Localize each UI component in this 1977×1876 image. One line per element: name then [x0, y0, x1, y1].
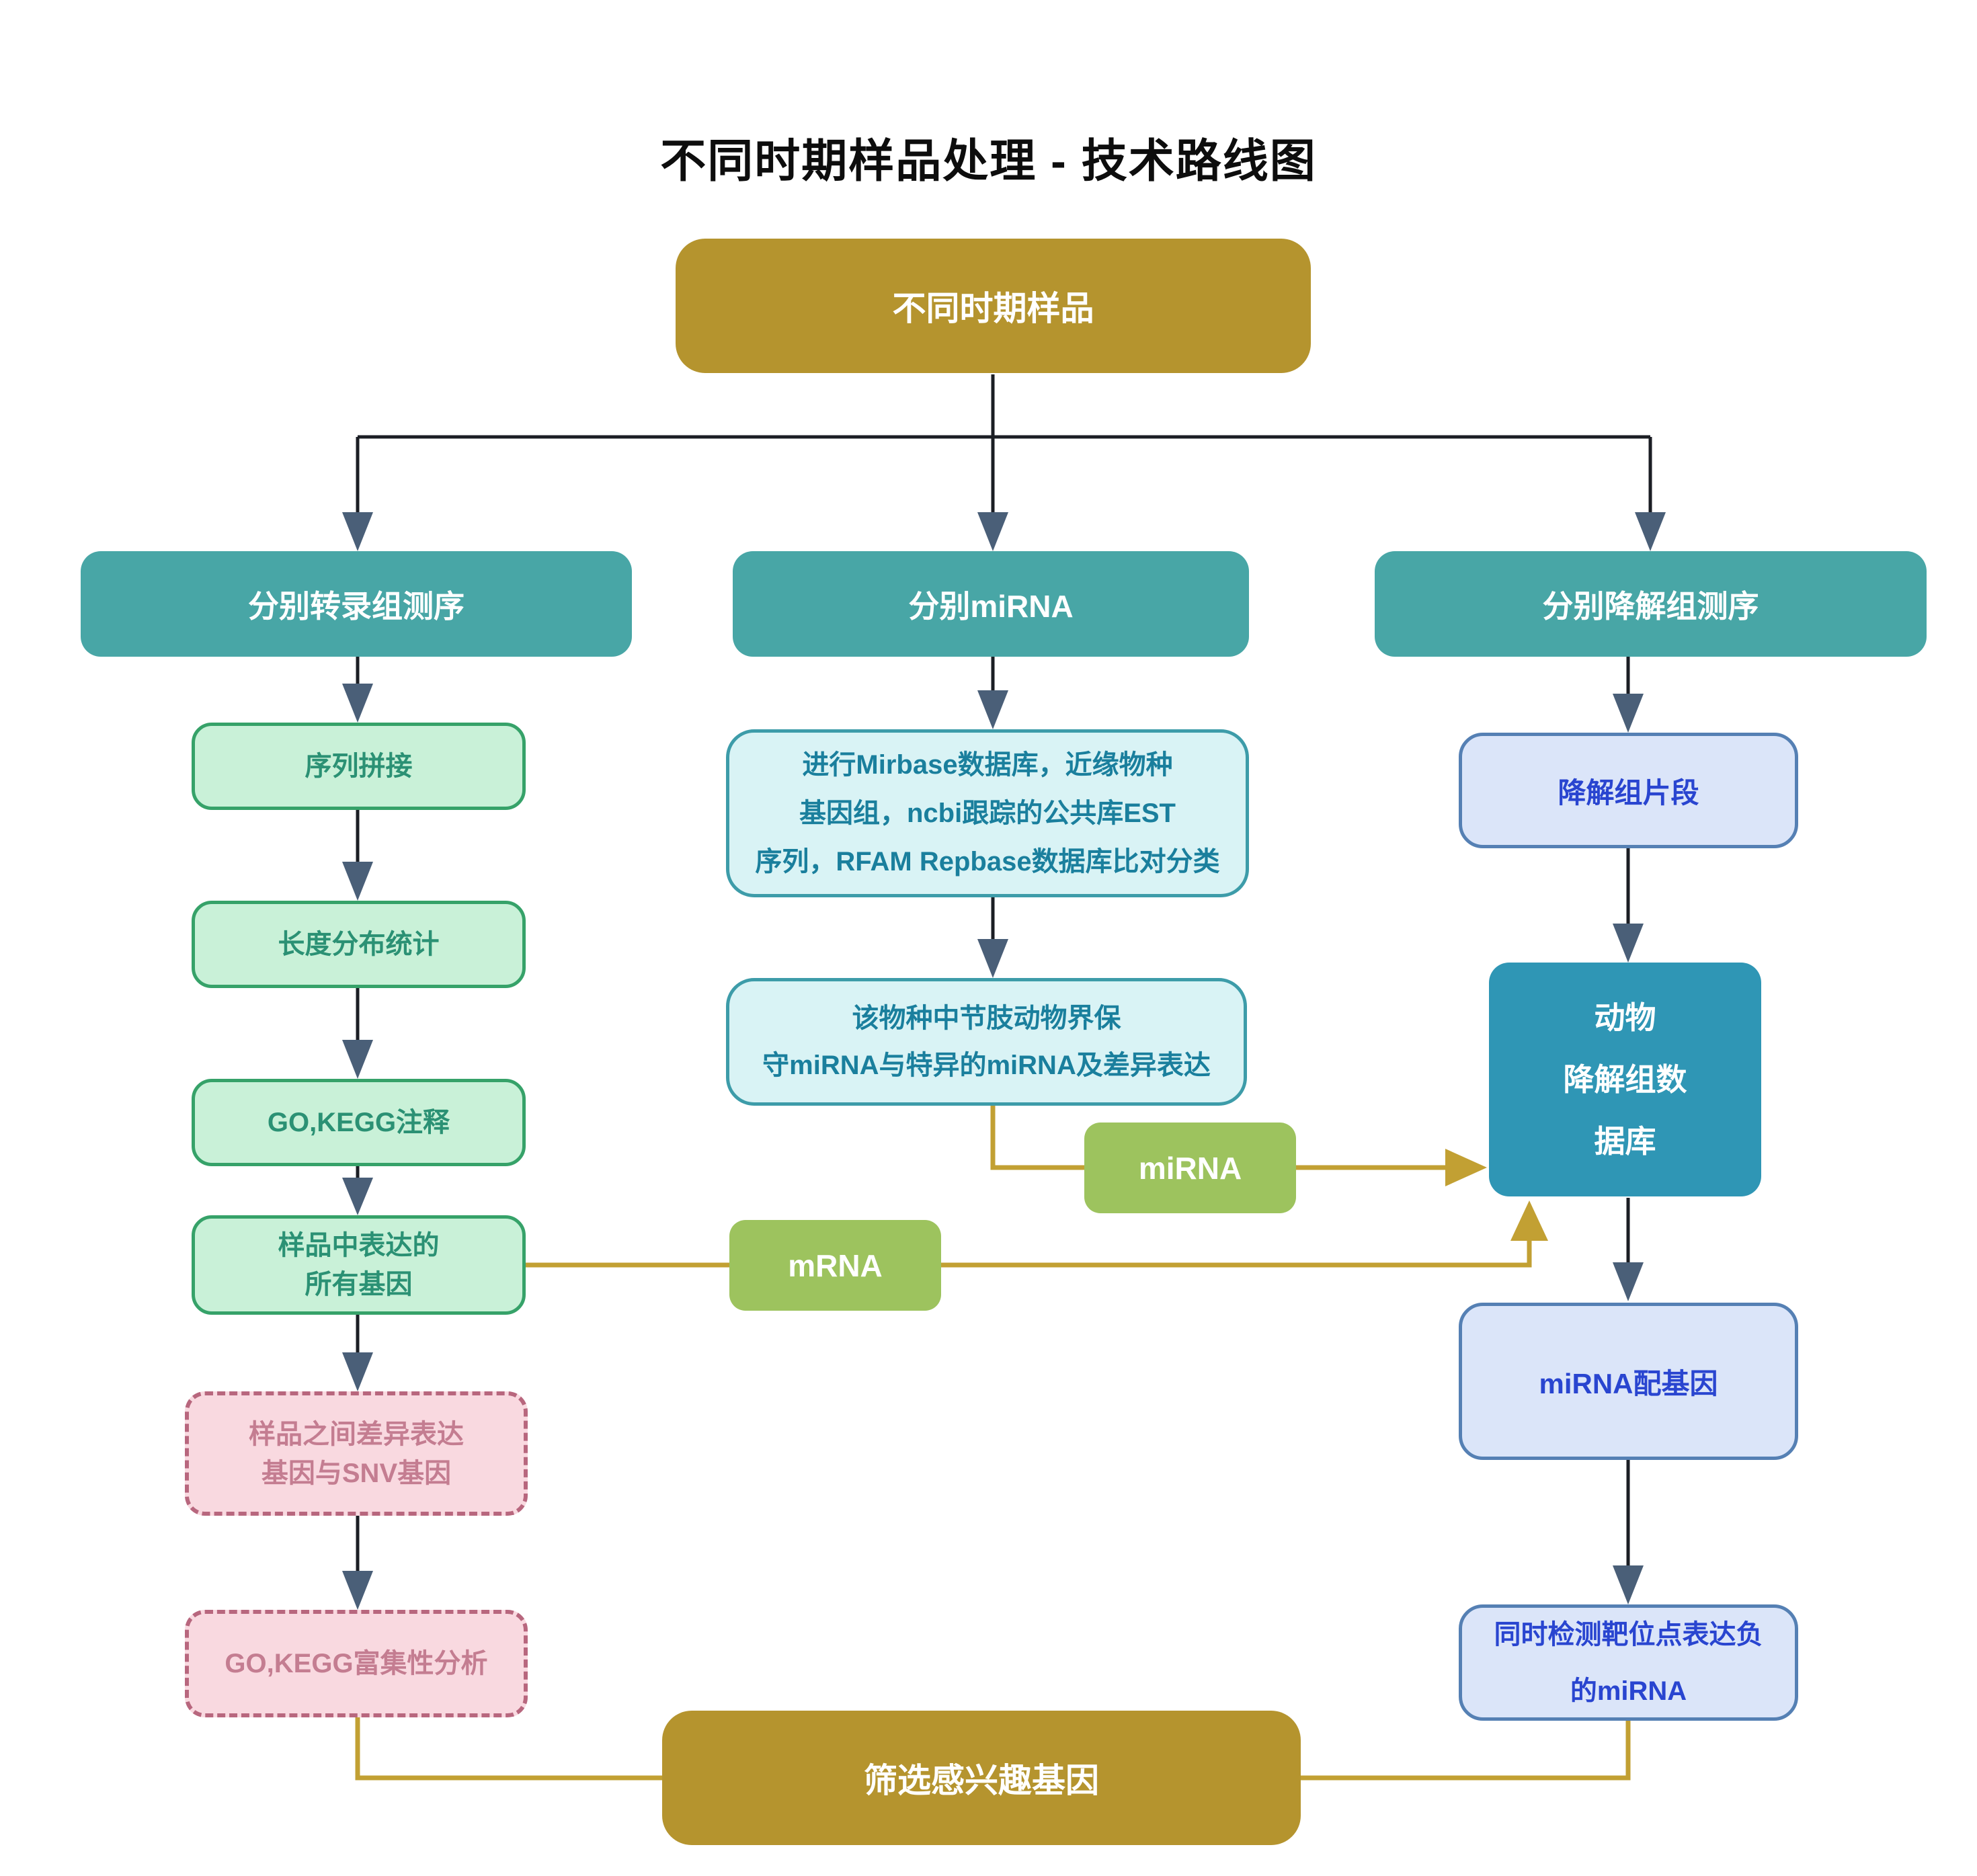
- node-negative-target-mirna: 同时检测靶位点表达负 的miRNA: [1459, 1604, 1798, 1721]
- node-mirbase-alignment: 进行Mirbase数据库，近缘物种 基因组，ncbi跟踪的公共库EST 序列，R…: [726, 729, 1249, 897]
- node-branch-degradome: 分别降解组测序: [1375, 551, 1927, 657]
- node-length-distribution: 长度分布统计: [192, 901, 526, 988]
- node-select-interesting-genes: 筛选感兴趣基因: [662, 1711, 1301, 1845]
- node-go-kegg-annotation: GO,KEGG注释: [192, 1079, 526, 1166]
- node-degradome-fragments: 降解组片段: [1459, 733, 1798, 848]
- node-expressed-genes: 样品中表达的 所有基因: [192, 1215, 526, 1315]
- dark-arrow-heads: [342, 512, 1666, 1610]
- node-mirna-target-genes: miRNA配基因: [1459, 1303, 1798, 1460]
- gold-connector-lines: [355, 1106, 1631, 1781]
- node-conserved-mirna: 该物种中节肢动物界保 守miRNA与特异的miRNA及差异表达: [726, 978, 1247, 1106]
- node-animal-degradome-db: 动物 降解组数 据库: [1489, 963, 1761, 1196]
- node-samples: 不同时期样品: [676, 239, 1311, 373]
- dark-connector-lines: [356, 374, 1652, 1571]
- node-sequence-assembly: 序列拼接: [192, 723, 526, 810]
- label-mrna: mRNA: [729, 1220, 941, 1311]
- node-diff-expression-snv: 样品之间差异表达 基因与SNV基因: [185, 1391, 528, 1516]
- page-title: 不同时期样品处理 - 技术路线图: [660, 135, 1317, 187]
- node-go-kegg-enrichment: GO,KEGG富集性分析: [185, 1610, 528, 1717]
- node-branch-mirna: 分别miRNA: [733, 551, 1249, 657]
- node-branch-transcriptome: 分别转录组测序: [81, 551, 632, 657]
- gold-arrow-heads: [1445, 1149, 1548, 1241]
- label-mirna: miRNA: [1084, 1123, 1296, 1213]
